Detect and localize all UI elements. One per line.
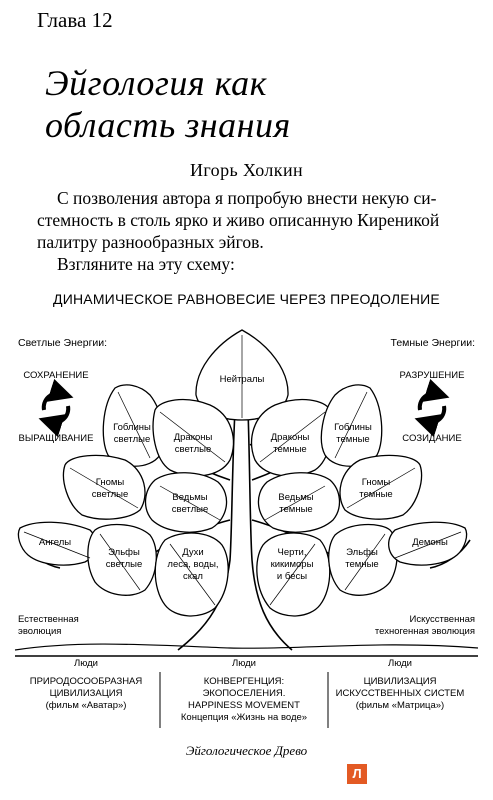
label-spirits-2: леса, воды,: [167, 559, 218, 570]
publisher-logo-icon: Л: [347, 764, 367, 784]
label-spirits-1: Духи: [182, 547, 203, 558]
destruction-label: РАЗРУШЕНИЕ: [400, 370, 465, 381]
artificial-evolution-line-1: Искусственная: [410, 614, 475, 625]
natural-evolution-line-2: эволюция: [18, 626, 61, 637]
column-1-line-1: ПРИРОДОСООБРАЗНАЯ: [30, 676, 143, 687]
column-3-line-3: (фильм «Матрица»): [356, 700, 444, 711]
label-angels: Ангелы: [39, 537, 71, 548]
column-1-line-2: ЦИВИЛИЗАЦИЯ: [50, 688, 123, 699]
figure-caption: Эйгологическое Древо: [185, 743, 308, 758]
paragraph-1-line-1: С позволения автора я попробую внести не…: [57, 188, 437, 208]
label-gnomes-light-1: Гномы: [96, 477, 125, 488]
leaf-demons: [388, 521, 468, 566]
column-3-line-1: ЦИВИЛИЗАЦИЯ: [364, 676, 437, 687]
label-witches-dark-1: Ведьмы: [278, 492, 313, 503]
author-name: Игорь Холкин: [189, 160, 304, 180]
tree-roots: [14, 643, 479, 657]
paragraph-1-line-3: палитру разнообразных эйгов.: [37, 232, 264, 252]
label-devils-3: и бесы: [277, 571, 307, 582]
column-dividers: [159, 672, 329, 728]
people-left: Люди: [74, 658, 98, 669]
label-spirits-3: скал: [183, 571, 203, 582]
label-elves-dark-1: Эльфы: [346, 547, 378, 558]
label-gnomes-dark-2: темные: [359, 489, 392, 500]
chapter-heading: Глава 12: [37, 8, 113, 32]
artificial-evolution-line-2: техногенная эволюция: [375, 626, 475, 637]
column-2-line-4: Концепция «Жизнь на воде»: [181, 712, 307, 723]
label-dragons-dark-1: Драконы: [271, 432, 310, 443]
leaf-gnomes-dark: [339, 454, 423, 520]
leaf-witches-dark: [257, 472, 341, 533]
label-witches-light-1: Ведьмы: [172, 492, 207, 503]
label-witches-light-2: светлые: [172, 504, 208, 515]
people-right: Люди: [388, 658, 412, 669]
growing-label: ВЫРАЩИВАНИЕ: [19, 433, 94, 444]
left-cycle-icon: [38, 378, 74, 438]
natural-evolution-line-1: Естественная: [18, 614, 79, 625]
scheme-title: ДИНАМИЧЕСКОЕ РАВНОВЕСИЕ ЧЕРЕЗ ПРЕОДОЛЕНИ…: [53, 291, 440, 307]
leaf-gnomes-light: [62, 454, 146, 520]
paragraph-1-line-2: стемность в столь ярко и живо описанную …: [37, 210, 440, 230]
column-2-line-1: КОНВЕРГЕНЦИЯ:: [204, 676, 284, 687]
label-elves-light-2: светлые: [106, 559, 142, 570]
chapter-title-line-1: Эйгология как: [45, 63, 267, 103]
label-neutrals: Нейтралы: [220, 374, 265, 385]
chapter-title-line-2: область знания: [45, 105, 291, 145]
conservation-label: СОХРАНЕНИЕ: [23, 370, 88, 381]
label-demons: Демоны: [412, 537, 448, 548]
paragraph-2: Взгляните на эту схему:: [57, 254, 235, 274]
label-devils-2: кикиморы: [271, 559, 314, 570]
leaf-angels: [17, 521, 97, 566]
column-3-line-2: ИСКУССТВЕННЫХ СИСТЕМ: [336, 688, 465, 699]
label-elves-dark-2: темные: [345, 559, 378, 570]
label-devils-1: Черти,: [278, 547, 307, 558]
label-gnomes-dark-1: Гномы: [362, 477, 391, 488]
leaf-devils: [256, 532, 331, 617]
label-witches-dark-2: темные: [279, 504, 312, 515]
label-elves-light-1: Эльфы: [108, 547, 140, 558]
people-center: Люди: [232, 658, 256, 669]
right-cycle-icon: [414, 378, 450, 438]
creation-label: СОЗИДАНИЕ: [402, 433, 461, 444]
leaf-elves-dark: [328, 523, 398, 596]
label-dragons-light-1: Драконы: [174, 432, 213, 443]
leaf-spirits: [154, 532, 229, 617]
leaf-elves-light: [87, 523, 157, 596]
leaf-goblins-dark: [320, 384, 383, 467]
label-dragons-light-2: светлые: [175, 444, 211, 455]
label-dragons-dark-2: темные: [273, 444, 306, 455]
column-2-line-3: HAPPINESS MOVEMENT: [188, 700, 300, 711]
leaf-witches-light: [144, 472, 228, 533]
label-gnomes-light-2: светлые: [92, 489, 128, 500]
dark-energies-header: Темные Энергии:: [391, 337, 476, 349]
label-goblins-light-2: светлые: [114, 434, 150, 445]
column-2-line-2: ЭКОПОСЕЛЕНИЯ.: [203, 688, 286, 699]
label-goblins-dark-1: Гоблины: [334, 422, 372, 433]
light-energies-header: Светлые Энергии:: [18, 337, 107, 349]
label-goblins-dark-2: темные: [336, 434, 369, 445]
column-1-line-3: (фильм «Аватар»): [46, 700, 127, 711]
label-goblins-light-1: Гоблины: [113, 422, 151, 433]
